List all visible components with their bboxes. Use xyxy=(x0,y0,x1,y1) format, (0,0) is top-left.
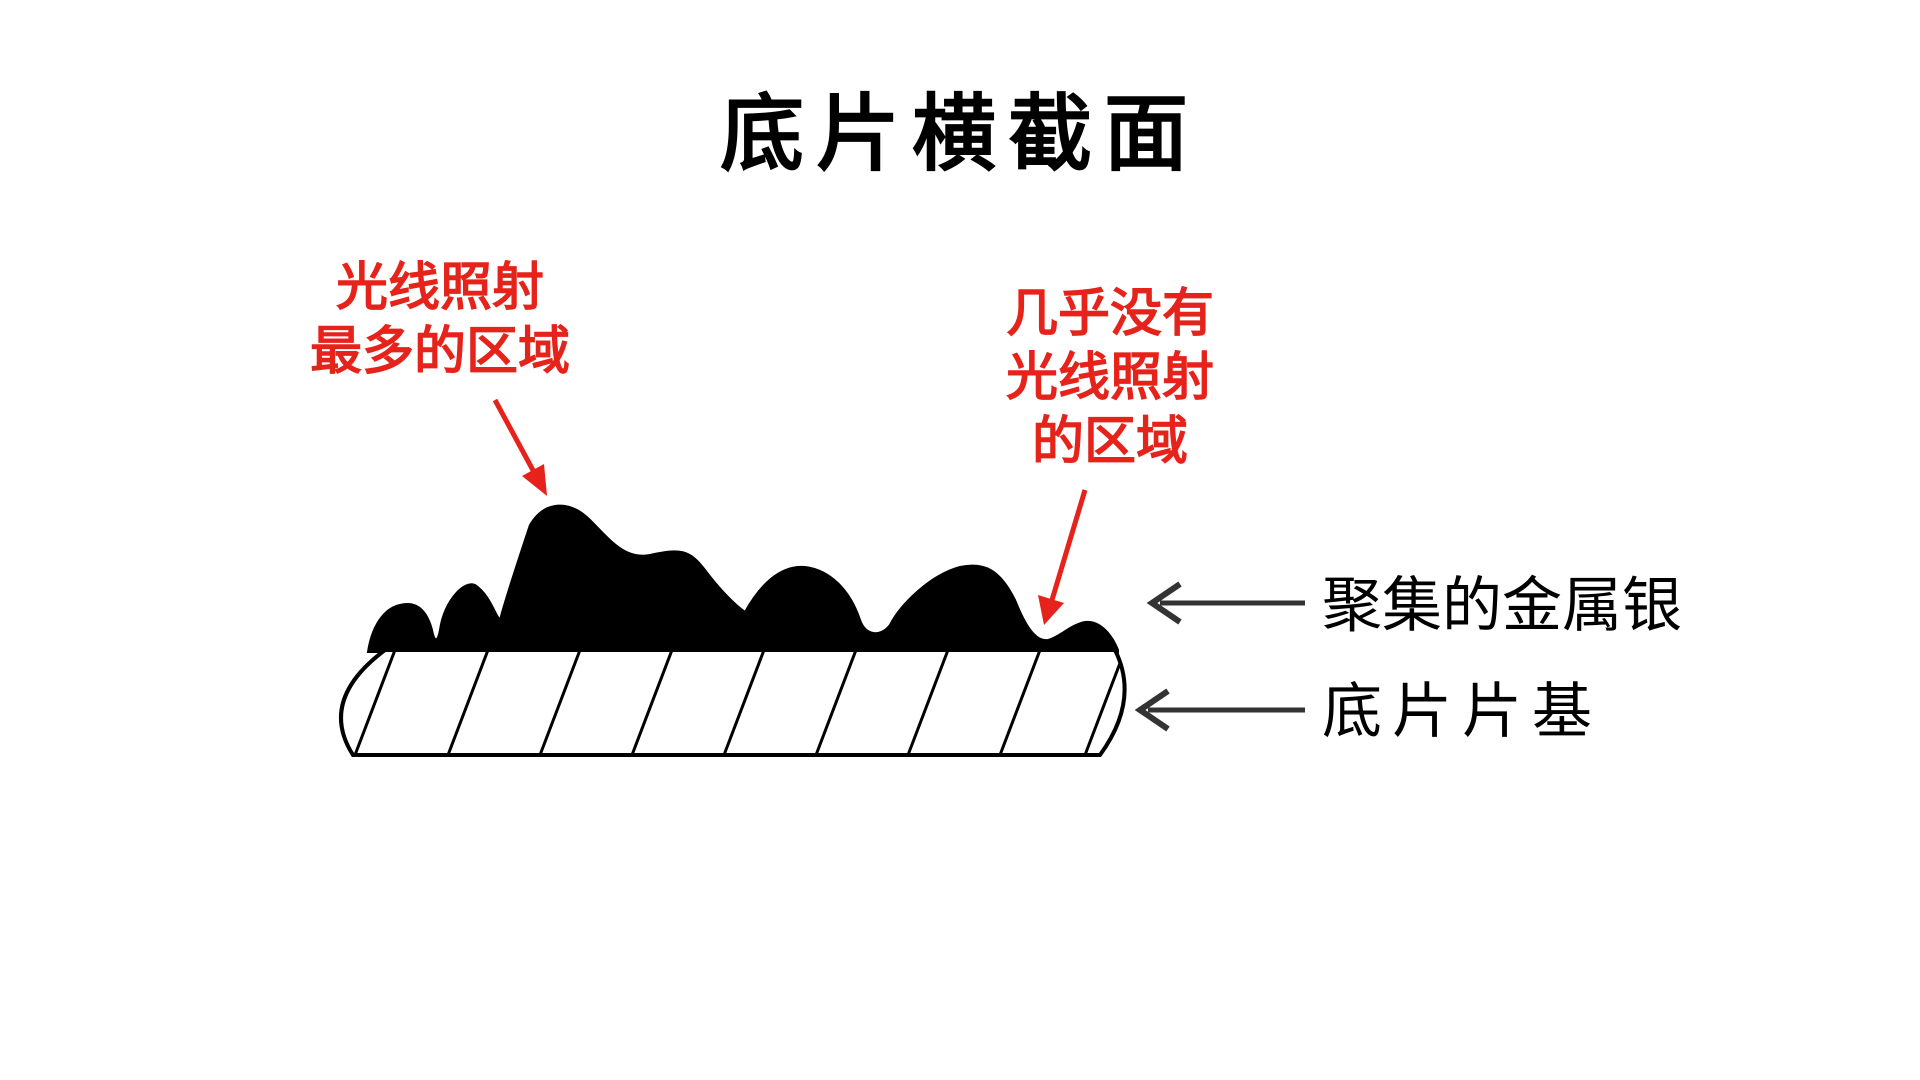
callout-least-light-line-2: 光线照射 xyxy=(1005,348,1214,408)
film-base-outline xyxy=(339,648,1127,757)
arrow-silver-label xyxy=(1146,581,1305,625)
film-base-hatching xyxy=(353,650,1125,755)
callout-least-light: 几乎没有 光线照射 的区域 xyxy=(980,282,1240,474)
callout-most-light-line-1: 光线照射 xyxy=(335,258,544,318)
callout-least-light-line-3: 的区域 xyxy=(1031,412,1188,472)
diagram-title: 底片横截面 xyxy=(719,85,1200,183)
silver-deposit-shape xyxy=(366,504,1119,653)
label-silver: 聚集的金属银 xyxy=(1322,571,1682,641)
arrow-least-light xyxy=(1038,489,1088,625)
callout-most-light-line-2: 最多的区域 xyxy=(309,322,570,382)
arrow-most-light xyxy=(492,398,547,496)
arrow-film-base-label xyxy=(1134,688,1305,732)
label-film-base: 底片片基 xyxy=(1322,677,1602,747)
callout-most-light: 光线照射 最多的区域 xyxy=(290,256,590,384)
callout-least-light-line-1: 几乎没有 xyxy=(1005,284,1214,344)
